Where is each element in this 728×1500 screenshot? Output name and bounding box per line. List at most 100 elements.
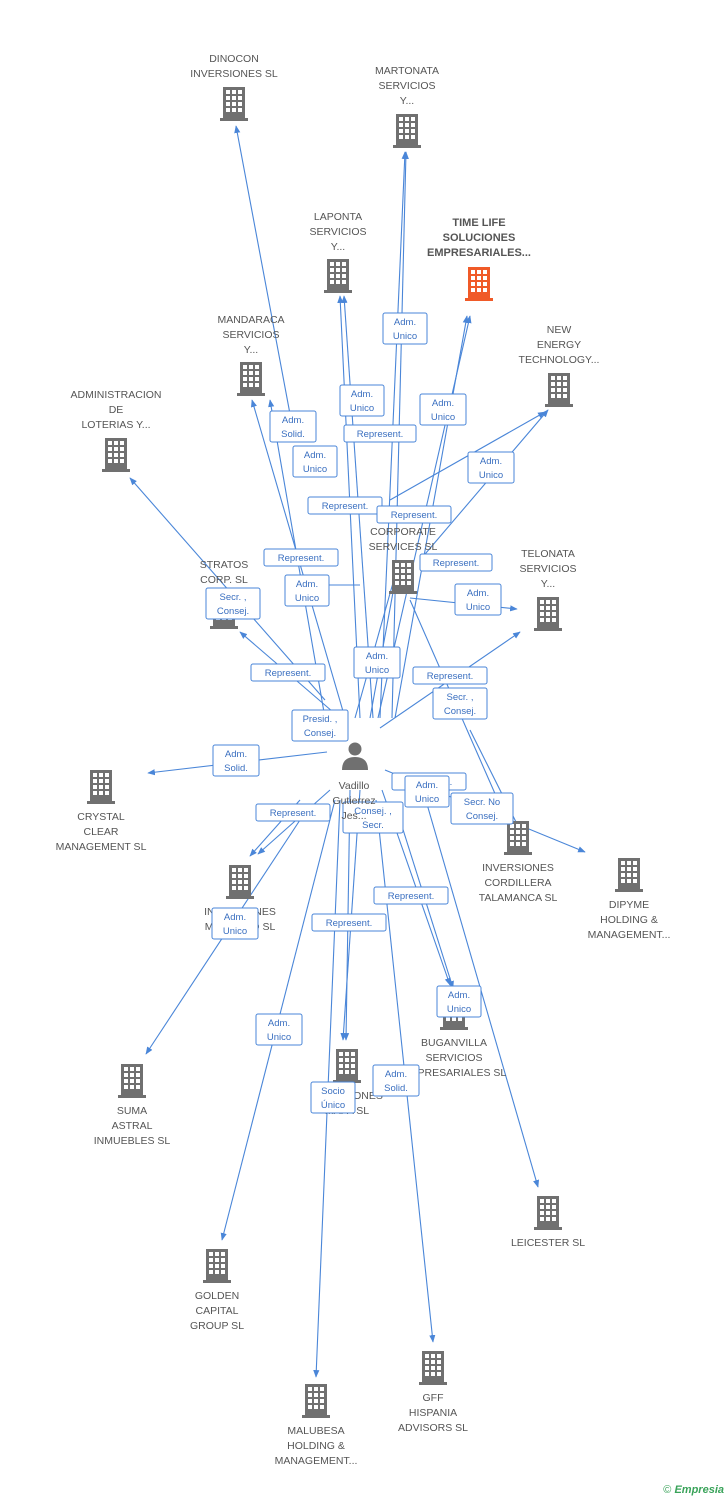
company-label[interactable]: SERVICIOS (379, 80, 436, 92)
building-icon[interactable] (615, 858, 643, 892)
company-label[interactable]: GFF (423, 1392, 444, 1404)
company-label[interactable]: INMUEBLES SL (94, 1135, 171, 1147)
building-icon[interactable] (237, 362, 265, 396)
company-label[interactable]: Y... (331, 241, 345, 253)
company-label[interactable]: SERVICIOS (426, 1052, 483, 1064)
company-label[interactable]: TIME LIFE (452, 217, 505, 229)
company-label[interactable]: HOLDING & (287, 1440, 345, 1452)
company-label[interactable]: CRYSTAL (77, 811, 125, 823)
company-label[interactable]: SOLUCIONES (443, 232, 516, 244)
company-label[interactable]: ADMINISTRACION (70, 389, 161, 401)
building-icon[interactable] (203, 1249, 231, 1283)
relation-label-text: Adm. (385, 1069, 407, 1080)
company-label[interactable]: STRATOS (200, 559, 249, 571)
company-label[interactable]: CAPITAL (196, 1305, 239, 1317)
company-node-telonata[interactable]: TELONATA SERVICIOS Y... (520, 548, 577, 631)
building-icon[interactable] (393, 114, 421, 148)
company-label[interactable]: ASTRAL (112, 1120, 153, 1132)
building-icon[interactable] (102, 438, 130, 472)
person-name[interactable]: Vadillo (339, 780, 370, 792)
company-label[interactable]: CORDILLERA (484, 877, 551, 889)
building-icon[interactable] (226, 865, 254, 899)
company-label[interactable]: ADVISORS SL (398, 1422, 468, 1434)
company-node-mandaraca[interactable]: MANDARACA SERVICIOS Y... (217, 314, 285, 396)
company-label[interactable]: CLEAR (83, 826, 118, 838)
company-node-martonata[interactable]: MARTONATA SERVICIOS Y... (375, 65, 439, 148)
company-label[interactable]: MANAGEMENT SL (56, 841, 147, 853)
building-icon[interactable] (419, 1351, 447, 1385)
company-label[interactable]: MANAGEMENT... (275, 1455, 358, 1467)
company-label[interactable]: SUMA (117, 1105, 147, 1117)
company-label[interactable]: GROUP SL (190, 1320, 244, 1332)
company-label[interactable]: LAPONTA (314, 211, 362, 223)
company-label[interactable]: EMPRESARIALES... (427, 247, 531, 259)
building-icon[interactable] (87, 770, 115, 804)
company-label[interactable]: CORPORATE (370, 526, 436, 538)
building-icon[interactable] (545, 373, 573, 407)
building-icon[interactable] (333, 1049, 361, 1083)
building-icon[interactable] (220, 87, 248, 121)
company-node-buganvilla[interactable]: BUGANVILLA SERVICIOS EMPRESARIALES SL (402, 996, 507, 1079)
company-label[interactable]: DE (109, 404, 124, 416)
person-icon-body[interactable] (342, 757, 368, 770)
company-label[interactable]: MALUBESA (287, 1425, 344, 1437)
person-node[interactable]: VadilloGutierrezJes... (332, 742, 376, 823)
company-label[interactable]: MARTONATA (375, 65, 439, 77)
company-label[interactable]: LOTERIAS Y... (81, 419, 150, 431)
person-name[interactable]: Gutierrez (332, 795, 375, 807)
company-label[interactable]: SERVICES SL (369, 541, 438, 553)
company-node-corporate[interactable]: CORPORATE SERVICES SL (369, 526, 438, 594)
company-label[interactable]: LEICESTER SL (511, 1237, 585, 1249)
company-node-suma[interactable]: SUMA ASTRAL INMUEBLES SL (94, 1064, 171, 1147)
company-label[interactable]: DIPYME (609, 899, 649, 911)
company-label[interactable]: HOLDING & (600, 914, 658, 926)
company-label[interactable]: ENERGY (537, 339, 581, 351)
company-node-administracion[interactable]: ADMINISTRACION DE LOTERIAS Y... (70, 389, 162, 472)
building-icon[interactable] (465, 267, 493, 301)
company-node-crystal[interactable]: CRYSTAL CLEAR MANAGEMENT SL (56, 770, 147, 853)
company-label[interactable]: MANDARACA (217, 314, 284, 326)
building-icon[interactable] (118, 1064, 146, 1098)
brand-logo[interactable]: Empresia (674, 1484, 724, 1496)
company-label[interactable]: EMPRESARIALES SL (402, 1067, 507, 1079)
company-label[interactable]: TECHNOLOGY... (519, 354, 600, 366)
building-icon[interactable] (302, 1384, 330, 1418)
company-label[interactable]: DINOCON (209, 53, 259, 65)
building-icon[interactable] (534, 597, 562, 631)
company-label[interactable]: NEW (547, 324, 572, 336)
building-icon[interactable] (504, 821, 532, 855)
company-node-cordillera[interactable]: INVERSIONES CORDILLERA TALAMANCA SL (479, 821, 558, 904)
company-label[interactable]: INVERSIONES SL (190, 68, 278, 80)
relation-label-text: Presid. , (303, 714, 338, 725)
company-node-dinocon[interactable]: DINOCON INVERSIONES SL (190, 53, 278, 121)
relation-label-text: Adm. (268, 1018, 290, 1029)
company-label[interactable]: Y... (244, 344, 258, 356)
company-node-gff[interactable]: GFF HISPANIA ADVISORS SL (398, 1351, 468, 1434)
company-label[interactable]: CORP. SL (200, 574, 248, 586)
company-node-golden[interactable]: GOLDEN CAPITAL GROUP SL (190, 1249, 244, 1332)
company-node-newenergy[interactable]: NEW ENERGY TECHNOLOGY... (519, 324, 600, 407)
company-node-laponta[interactable]: LAPONTA SERVICIOS Y... (310, 211, 367, 293)
building-icon[interactable] (534, 1196, 562, 1230)
company-node-timelife[interactable]: TIME LIFE SOLUCIONES EMPRESARIALES... (427, 217, 531, 301)
company-label[interactable]: Y... (400, 95, 414, 107)
company-label[interactable]: BUGANVILLA (421, 1037, 487, 1049)
company-node-leicester[interactable]: LEICESTER SL (511, 1196, 585, 1249)
company-label[interactable]: TELONATA (521, 548, 575, 560)
company-label[interactable]: TALAMANCA SL (479, 892, 558, 904)
company-label[interactable]: Y... (541, 578, 555, 590)
company-label[interactable]: INVERSIONES (482, 862, 554, 874)
company-label[interactable]: SERVICIOS (310, 226, 367, 238)
company-label[interactable]: GOLDEN (195, 1290, 239, 1302)
person-name[interactable]: Jes... (341, 810, 366, 822)
person-icon[interactable] (348, 742, 362, 756)
company-node-stratos[interactable]: STRATOS CORP. SL (200, 559, 249, 629)
company-label[interactable]: HISPANIA (409, 1407, 457, 1419)
company-node-dipyme[interactable]: DIPYME HOLDING & MANAGEMENT... (588, 858, 671, 941)
building-icon[interactable] (389, 560, 417, 594)
company-label[interactable]: MANAGEMENT... (588, 929, 671, 941)
company-label[interactable]: SERVICIOS (223, 329, 280, 341)
company-node-malubesa[interactable]: MALUBESA HOLDING & MANAGEMENT... (275, 1384, 358, 1467)
building-icon[interactable] (324, 259, 352, 293)
company-label[interactable]: SERVICIOS (520, 563, 577, 575)
